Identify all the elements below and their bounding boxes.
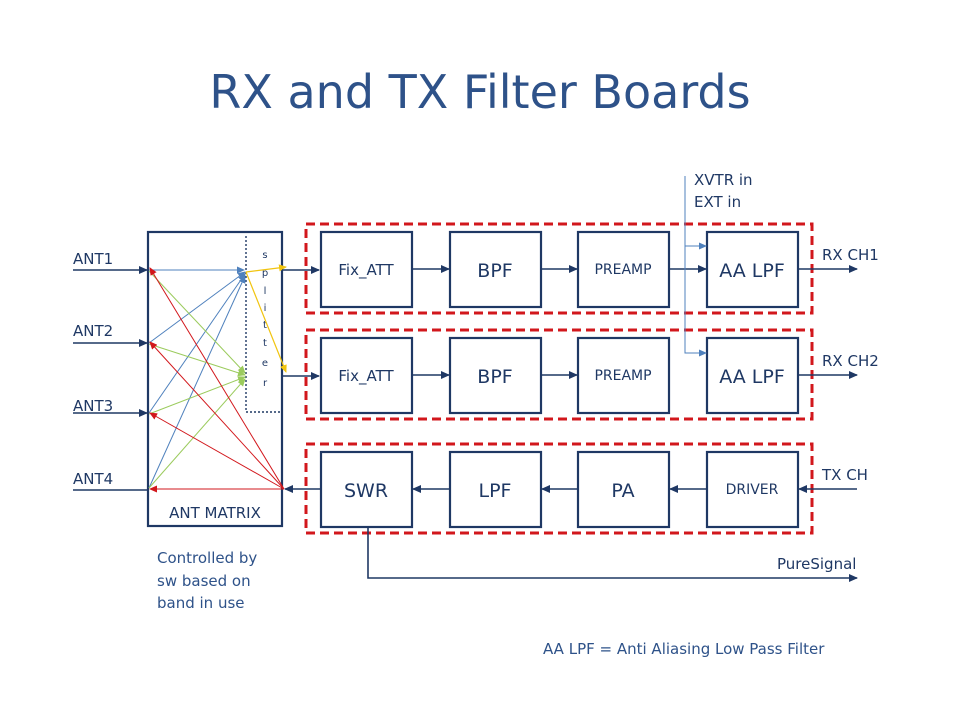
rx1-preamp-box — [576, 230, 671, 309]
rx1-fix-att-label: Fix_ATT — [338, 261, 394, 280]
rx1-bpf-label: BPF — [477, 260, 512, 282]
svg-text:t: t — [263, 320, 267, 331]
tx-lpf-label: LPF — [479, 480, 512, 502]
ant-matrix-label: ANT MATRIX — [169, 504, 261, 522]
svg-text:p: p — [262, 268, 268, 279]
matrix-blue-paths — [148, 266, 246, 489]
tx-lpf-box — [448, 450, 543, 529]
splitter-label: s p l i t t e r — [262, 250, 268, 389]
rx1-aa-lpf-label: AA LPF — [719, 260, 785, 282]
control-note: Controlled by sw based on band in use — [157, 549, 257, 612]
svg-text:l: l — [264, 286, 267, 297]
svg-text:s: s — [262, 250, 267, 261]
splitter-yellow-paths — [245, 264, 287, 373]
tx-swr-label: SWR — [344, 480, 388, 502]
svg-text:Controlled by: Controlled by — [157, 549, 257, 567]
svg-text:r: r — [263, 378, 268, 389]
puresignal-label: PureSignal — [777, 555, 856, 573]
legend-note: AA LPF = Anti Aliasing Low Pass Filter — [543, 640, 825, 658]
rx1-bpf-box — [448, 230, 543, 309]
tx-driver-label: DRIVER — [726, 482, 779, 498]
rx-ch2-label: RX CH2 — [822, 352, 879, 370]
rx2-bpf-box — [448, 336, 543, 415]
matrix-red-paths — [149, 267, 285, 493]
rx2-fix-att-label: Fix_ATT — [338, 367, 394, 386]
ant1-label: ANT1 — [73, 250, 113, 268]
ant4-label: ANT4 — [73, 470, 113, 488]
ext-in-label: EXT in — [694, 193, 741, 211]
rx2-preamp-label: PREAMP — [594, 368, 651, 384]
tx-pa-label: PA — [611, 480, 634, 502]
matrix-green-paths — [148, 270, 246, 489]
rx1-fix-att-box — [319, 230, 414, 309]
page-title: RX and TX Filter Boards — [209, 65, 750, 119]
svg-text:sw based on: sw based on — [157, 572, 251, 590]
tx-ch-label: TX CH — [821, 466, 868, 484]
ant-matrix-box — [146, 230, 284, 528]
ant3-label: ANT3 — [73, 397, 113, 415]
xvtr-input-line — [684, 176, 707, 357]
svg-text:t: t — [263, 338, 267, 349]
rx2-aa-lpf-label: AA LPF — [719, 366, 785, 388]
rx2-preamp-box — [576, 336, 671, 415]
puresignal-line — [367, 527, 858, 582]
rx2-bpf-label: BPF — [477, 366, 512, 388]
svg-text:band in use: band in use — [157, 594, 245, 612]
splitter-box — [245, 236, 282, 413]
xvtr-in-label: XVTR in — [694, 171, 753, 189]
ant2-label: ANT2 — [73, 322, 113, 340]
tx-swr-box — [319, 450, 414, 529]
svg-text:i: i — [264, 303, 267, 314]
rx1-preamp-label: PREAMP — [594, 262, 651, 278]
rx1-aa-lpf-box — [705, 230, 800, 309]
rx-ch1-label: RX CH1 — [822, 246, 879, 264]
svg-text:e: e — [262, 358, 268, 369]
